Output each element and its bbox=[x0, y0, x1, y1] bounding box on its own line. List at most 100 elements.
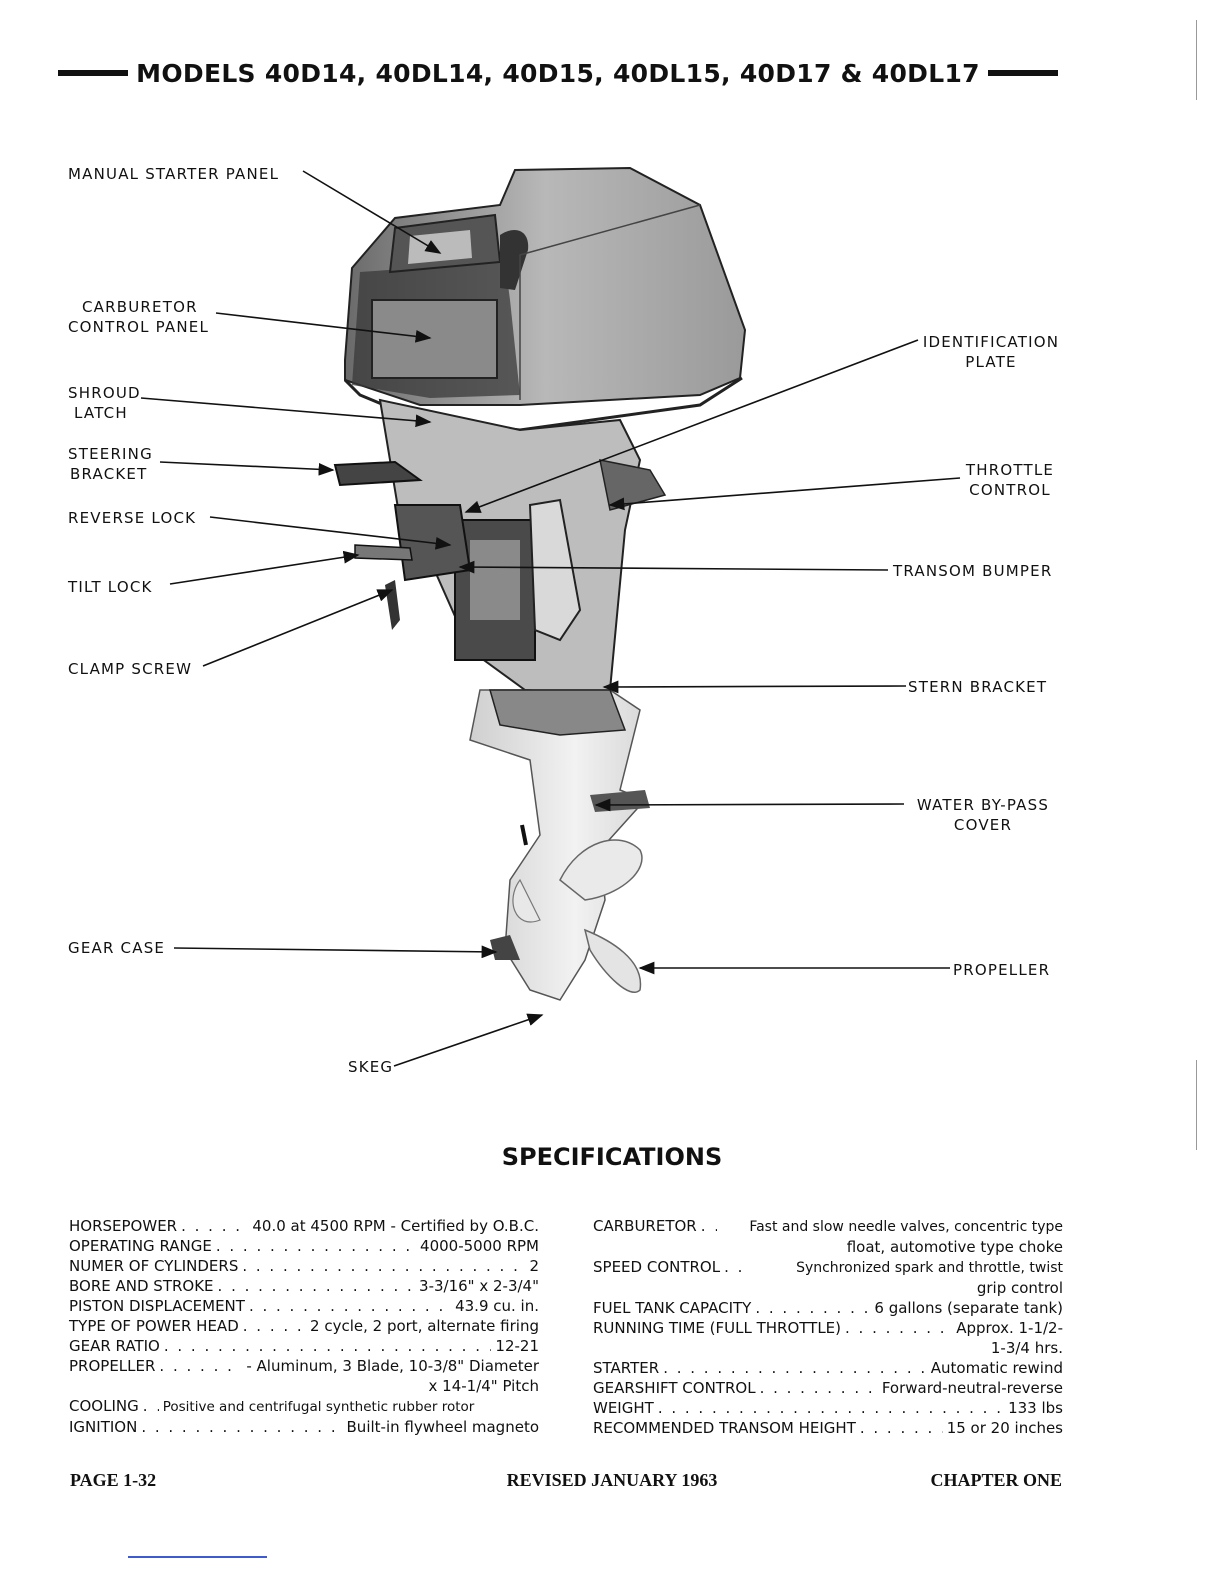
spec-continuation: grip control bbox=[593, 1278, 1063, 1298]
spec-row: GEARSHIFT CONTROL Forward-neutral-reverse bbox=[593, 1378, 1063, 1398]
label-line: PLATE bbox=[918, 352, 1064, 372]
spec-leader bbox=[164, 1336, 492, 1356]
spec-key: FUEL TANK CAPACITY bbox=[593, 1298, 751, 1318]
label-transom-bumper: TRANSOM BUMPER bbox=[893, 561, 1052, 581]
spec-leader bbox=[845, 1318, 952, 1338]
spec-leader bbox=[724, 1257, 744, 1277]
spec-leader bbox=[760, 1378, 878, 1398]
label-line: STEERING bbox=[68, 444, 153, 464]
label-propeller: PROPELLER bbox=[953, 960, 1050, 980]
midsection bbox=[335, 400, 665, 695]
spec-leader bbox=[141, 1417, 342, 1437]
spec-value: 133 lbs bbox=[1008, 1398, 1063, 1418]
spec-value: Built-in flywheel magneto bbox=[347, 1417, 539, 1437]
spec-row: OPERATING RANGE 4000-5000 RPM bbox=[69, 1236, 539, 1256]
label-clamp-screw: CLAMP SCREW bbox=[68, 659, 192, 679]
spec-row: SPEED CONTROL Synchronized spark and thro… bbox=[593, 1257, 1063, 1278]
footer-chapter: CHAPTER ONE bbox=[930, 1470, 1062, 1491]
spec-key: COOLING bbox=[69, 1396, 139, 1416]
scan-artifact-line bbox=[128, 1556, 267, 1558]
label-reverse-lock: REVERSE LOCK bbox=[68, 508, 196, 528]
spec-value: Fast and slow needle valves, concentric … bbox=[721, 1217, 1063, 1237]
spec-key: PISTON DISPLACEMENT bbox=[69, 1296, 245, 1316]
spec-value: Approx. 1-1/2- bbox=[956, 1318, 1063, 1338]
spec-leader bbox=[243, 1316, 306, 1336]
margin-mark bbox=[1196, 1060, 1197, 1150]
label-line: THROTTLE bbox=[962, 460, 1058, 480]
spec-key: BORE AND STROKE bbox=[69, 1276, 214, 1296]
label-throttle-control: THROTTLE CONTROL bbox=[962, 460, 1058, 500]
spec-leader bbox=[159, 1356, 242, 1376]
label-line: LATCH bbox=[68, 403, 141, 423]
label-line: CONTROL bbox=[962, 480, 1058, 500]
spec-key: GEARSHIFT CONTROL bbox=[593, 1378, 756, 1398]
spec-row: BORE AND STROKE 3-3/16" x 2-3/4" bbox=[69, 1276, 539, 1296]
spec-value: Synchronized spark and throttle, twist bbox=[748, 1258, 1063, 1278]
spec-value: - Aluminum, 3 Blade, 10-3/8" Diameter bbox=[246, 1356, 539, 1376]
specifications-heading: SPECIFICATIONS bbox=[0, 1143, 1224, 1171]
spec-key: CARBURETOR bbox=[593, 1216, 697, 1236]
specs-right-column: CARBURETOR Fast and slow needle valves, c… bbox=[593, 1216, 1063, 1438]
spec-leader bbox=[249, 1296, 451, 1316]
label-shroud-latch: SHROUD LATCH bbox=[68, 383, 141, 423]
spec-row: RECOMMENDED TRANSOM HEIGHT 15 or 20 inche… bbox=[593, 1418, 1063, 1438]
spec-value: Positive and centrifugal synthetic rubbe… bbox=[163, 1397, 475, 1417]
label-water-bypass-cover: WATER BY-PASS COVER bbox=[906, 795, 1060, 835]
spec-value: 2 bbox=[529, 1256, 539, 1276]
spec-key: IGNITION bbox=[69, 1417, 137, 1437]
spec-row: FUEL TANK CAPACITY 6 gallons (separate ta… bbox=[593, 1298, 1063, 1318]
spec-key: HORSEPOWER bbox=[69, 1216, 177, 1236]
spec-value: 3-3/16" x 2-3/4" bbox=[419, 1276, 539, 1296]
spec-row: IGNITION Built-in flywheel magneto bbox=[69, 1417, 539, 1437]
label-gear-case: GEAR CASE bbox=[68, 938, 165, 958]
label-manual-starter-panel: MANUAL STARTER PANEL bbox=[68, 164, 279, 184]
spec-key: TYPE OF POWER HEAD bbox=[69, 1316, 239, 1336]
spec-row: RUNNING TIME (FULL THROTTLE) Approx. 1-1/… bbox=[593, 1318, 1063, 1338]
spec-row: NUMER OF CYLINDERS 2 bbox=[69, 1256, 539, 1276]
spec-key: RECOMMENDED TRANSOM HEIGHT bbox=[593, 1418, 856, 1438]
engine-cowl bbox=[345, 168, 745, 430]
spec-value: 15 or 20 inches bbox=[947, 1418, 1063, 1438]
spec-leader bbox=[216, 1236, 416, 1256]
spec-key: RUNNING TIME (FULL THROTTLE) bbox=[593, 1318, 841, 1338]
label-skeg: SKEG bbox=[348, 1057, 393, 1077]
spec-leader bbox=[658, 1398, 1004, 1418]
spec-value: 4000-5000 RPM bbox=[420, 1236, 539, 1256]
spec-leader bbox=[242, 1256, 525, 1276]
spec-leader bbox=[218, 1276, 416, 1296]
label-stern-bracket: STERN BRACKET bbox=[908, 677, 1047, 697]
spec-row: TYPE OF POWER HEAD 2 cycle, 2 port, alter… bbox=[69, 1316, 539, 1336]
spec-leader bbox=[860, 1418, 943, 1438]
spec-row: GEAR RATIO12-21 bbox=[69, 1336, 539, 1356]
label-tilt-lock: TILT LOCK bbox=[68, 577, 153, 597]
spec-value: 2 cycle, 2 port, alternate firing bbox=[310, 1316, 539, 1336]
spec-value: Forward-neutral-reverse bbox=[882, 1378, 1063, 1398]
label-line: IDENTIFICATION bbox=[918, 332, 1064, 352]
spec-leader bbox=[701, 1216, 717, 1236]
spec-leader bbox=[181, 1216, 248, 1236]
spec-leader bbox=[663, 1358, 927, 1378]
spec-value: Automatic rewind bbox=[931, 1358, 1063, 1378]
spec-key: WEIGHT bbox=[593, 1398, 654, 1418]
spec-leader bbox=[143, 1396, 159, 1416]
spec-key: STARTER bbox=[593, 1358, 659, 1378]
spec-key: OPERATING RANGE bbox=[69, 1236, 212, 1256]
spec-row: CARBURETOR Fast and slow needle valves, c… bbox=[593, 1216, 1063, 1237]
label-line: BRACKET bbox=[68, 464, 153, 484]
label-carburetor-control-panel: CARBURETOR CONTROL PANEL bbox=[68, 297, 209, 337]
spec-row: STARTER Automatic rewind bbox=[593, 1358, 1063, 1378]
spec-value: 40.0 at 4500 RPM - Certified by O.B.C. bbox=[252, 1216, 539, 1236]
margin-mark bbox=[1196, 20, 1197, 100]
spec-key: NUMER OF CYLINDERS bbox=[69, 1256, 238, 1276]
spec-continuation: float, automotive type choke bbox=[593, 1237, 1063, 1257]
spec-leader bbox=[755, 1298, 870, 1318]
label-line: WATER BY-PASS bbox=[906, 795, 1060, 815]
spec-key: SPEED CONTROL bbox=[593, 1257, 720, 1277]
spec-value: 6 gallons (separate tank) bbox=[874, 1298, 1063, 1318]
specs-left-column: HORSEPOWER 40.0 at 4500 RPM - Certified b… bbox=[69, 1216, 539, 1437]
label-line: CARBURETOR bbox=[68, 297, 209, 317]
label-line: COVER bbox=[906, 815, 1060, 835]
label-identification-plate: IDENTIFICATION PLATE bbox=[918, 332, 1064, 372]
spec-value: 43.9 cu. in. bbox=[455, 1296, 539, 1316]
spec-key: GEAR RATIO bbox=[69, 1336, 160, 1356]
